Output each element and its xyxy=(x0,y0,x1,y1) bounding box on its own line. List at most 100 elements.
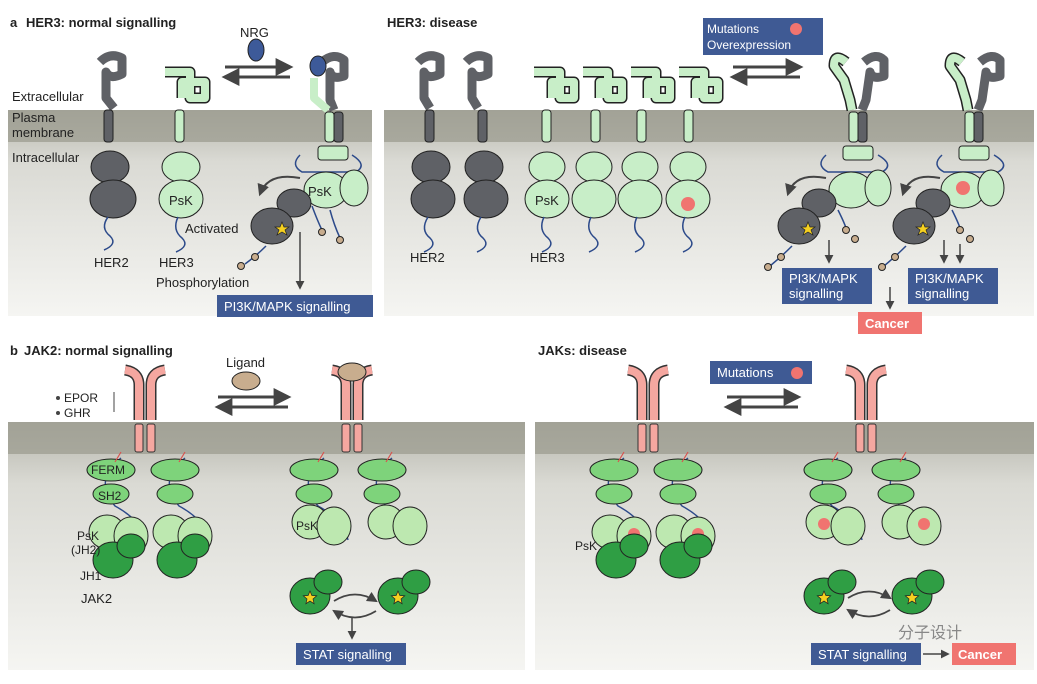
mutation-dot xyxy=(918,518,930,530)
nrg-ligand xyxy=(247,38,265,62)
ferm-domain xyxy=(86,458,136,482)
receptor-tm xyxy=(855,423,865,453)
watermark: 分子设计 xyxy=(898,624,962,642)
her3-overexpressed xyxy=(524,66,724,253)
jak2-receptor-dimer xyxy=(289,362,431,615)
jh1-domain xyxy=(619,533,649,559)
ligand xyxy=(231,371,261,391)
panel-b-disease-title: JAKs: disease xyxy=(538,343,627,358)
disease-box-2-line-2: signalling xyxy=(915,286,969,301)
membrane-label: membrane xyxy=(12,125,74,140)
sh2-label: SH2 xyxy=(98,489,122,503)
ferm-domain xyxy=(589,458,639,482)
phosphorylation-label: Phosphorylation xyxy=(156,275,249,290)
jak-disease-dimer xyxy=(803,364,945,615)
her2-label-disease: HER2 xyxy=(410,250,445,265)
mutation-dot xyxy=(818,518,830,530)
receptor-tm xyxy=(146,423,156,453)
stat-text-normal: STAT signalling xyxy=(303,647,392,662)
ferm-domain xyxy=(357,458,407,482)
activation-star xyxy=(904,590,920,605)
receptor-tm xyxy=(637,423,647,453)
trans-activation-arrows-1 xyxy=(332,591,378,621)
pi3k-mapk-box: PI3K/MAPK signalling xyxy=(217,295,373,317)
jh1-domain xyxy=(180,533,210,559)
sh2-domain xyxy=(809,483,847,505)
intracellular-label: Intracellular xyxy=(12,150,80,165)
stat-box-disease: STAT signalling xyxy=(811,643,921,665)
sh2-domain xyxy=(363,483,401,505)
sh2-domain xyxy=(877,483,915,505)
panel-b-equilibrium-arrows xyxy=(214,388,292,416)
bullet xyxy=(56,411,60,415)
epor-label: EPOR xyxy=(64,391,98,405)
sh2-domain xyxy=(156,483,194,505)
psk-jh2-line-2: (JH2) xyxy=(71,543,100,557)
plasma-label: Plasma xyxy=(12,110,56,125)
disease-signalling-box-2: PI3K/MAPK signalling xyxy=(908,268,998,304)
bullet xyxy=(56,396,60,400)
disease-legend-a: Mutations Overexpression xyxy=(703,18,823,55)
sh2-domain xyxy=(595,483,633,505)
ferm-domain xyxy=(289,458,339,482)
panel-b-normal-title: JAK2: normal signalling xyxy=(24,343,173,358)
activated-label: Activated xyxy=(185,221,238,236)
legend-overexpression: Overexpression xyxy=(707,38,791,52)
disease-box-1-line-1: PI3K/MAPK xyxy=(789,271,858,286)
her2-monomer xyxy=(89,51,137,251)
panel-a-normal-cell xyxy=(8,110,372,316)
cancer-box-b: Cancer xyxy=(952,643,1016,665)
her2-her3-heterodimer xyxy=(237,52,369,290)
panel-a-disease-title: HER3: disease xyxy=(387,15,477,30)
ligand-label: Ligand xyxy=(226,355,265,370)
mutation-dot xyxy=(956,181,970,195)
receptor-tm xyxy=(134,423,144,453)
bound-ligand xyxy=(337,362,367,382)
jh1-domain xyxy=(683,533,713,559)
receptor-tm xyxy=(867,423,877,453)
pi3k-mapk-text: PI3K/MAPK signalling xyxy=(224,299,350,314)
her3-label-normal: HER3 xyxy=(159,255,194,270)
sh2-domain xyxy=(295,483,333,505)
receptor-tm xyxy=(341,423,351,453)
dimer-psk-label: PsK xyxy=(308,184,332,199)
jh1-domain xyxy=(401,569,431,595)
panel-b-letter: b xyxy=(10,343,18,358)
activation-star xyxy=(390,590,406,605)
panel-a-letter: a xyxy=(10,15,18,30)
disease-heterodimer-1 xyxy=(764,52,892,271)
disease-psk-label-b: PsK xyxy=(575,539,597,553)
jak2-label: JAK2 xyxy=(81,591,112,606)
jh1-domain xyxy=(827,569,857,595)
receptor-tm xyxy=(649,423,659,453)
cancer-box-a: Cancer xyxy=(858,312,922,334)
ferm-domain xyxy=(871,458,921,482)
nrg-label: NRG xyxy=(240,25,269,40)
psk-jh2-domain xyxy=(316,506,352,546)
mutations-text-b: Mutations xyxy=(717,365,774,380)
ferm-domain xyxy=(150,458,200,482)
jak2-receptor-unbound xyxy=(86,364,213,579)
ferm-label: FERM xyxy=(91,463,125,477)
psk-jh2-domain xyxy=(392,506,428,546)
her3-psk-label: PsK xyxy=(169,193,193,208)
disease-her3-psk-label: PsK xyxy=(535,193,559,208)
her3-monomer xyxy=(158,66,211,253)
her2-label-normal: HER2 xyxy=(94,255,129,270)
panel-b-disease-arrows xyxy=(723,388,802,416)
activation-star xyxy=(816,590,832,605)
receptor-tm xyxy=(353,423,363,453)
disease-signalling-box-1: PI3K/MAPK signalling xyxy=(782,268,872,304)
disease-heterodimer-2 xyxy=(878,52,1005,271)
disease-box-1-line-2: signalling xyxy=(789,286,843,301)
her2-overexpressed xyxy=(410,51,509,253)
ferm-domain xyxy=(803,458,853,482)
dimer-psk-label-b: PsK xyxy=(296,519,318,533)
psk-jh2-line-1: PsK xyxy=(77,529,99,543)
panel-a-equilibrium-arrows xyxy=(221,58,294,86)
jh1-domain xyxy=(116,533,146,559)
ghr-label: GHR xyxy=(64,406,91,420)
jh1-domain xyxy=(313,569,343,595)
panel-a-normal-title: HER3: normal signalling xyxy=(26,15,176,30)
